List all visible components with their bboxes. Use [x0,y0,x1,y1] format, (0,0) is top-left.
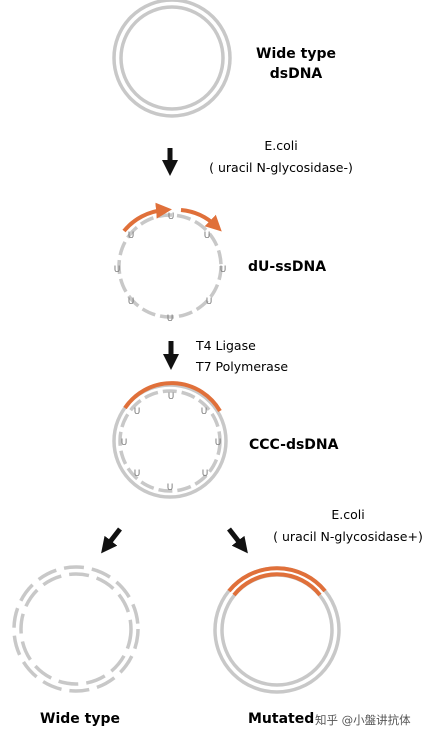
uracil-marker: U [167,314,174,324]
uracil-markers-ccc: U U U U U U U U [121,392,222,493]
wild-type-dsdna-line2: dsDNA [269,66,323,82]
uracil-marker: U [204,231,211,241]
uracil-markers: U U U U U U U U [114,212,227,324]
mutagenic-primer-2 [180,208,222,232]
wild-type-dsdna-label: Wide type dsDNA [252,44,340,84]
step3-condition: ( uracil N-glycosidase+) [273,529,423,544]
mutated-outcome-label: Mutated [248,711,315,727]
uracil-marker: U [168,212,175,222]
uracil-marker: U [168,392,175,402]
step1-label: E.coli ( uracil N-glycosidase-) [196,137,366,177]
uracil-marker: U [201,407,208,417]
wild-type-dsdna-line1: Wide type [256,46,336,62]
uracil-marker: U [220,265,227,275]
step1-organism: E.coli [264,138,298,153]
uracil-marker: U [114,265,121,275]
uracil-marker: U [128,231,135,241]
uracil-marker: U [167,483,174,493]
ccc-dsdna-label: CCC-dsDNA [249,437,339,453]
mutated-outcome-circle [213,566,341,694]
uracil-marker: U [206,297,213,307]
ccc-dsdna-circle [112,381,228,499]
step2-enzyme-1: T4 Ligase [196,338,256,353]
uracil-marker: U [128,297,135,307]
mutation-segment [123,381,222,413]
uracil-marker: U [121,438,128,448]
du-ssdna-label: dU-ssDNA [248,259,327,275]
mutagenic-primer [122,202,172,233]
uracil-marker: U [215,438,222,448]
wild-type-outcome-label: Wide type [40,711,120,727]
du-ssdna-circle [117,202,223,319]
uracil-marker: U [134,469,141,479]
split-arrow-left [101,527,122,554]
step2-label: T4 Ligase T7 Polymerase [196,337,288,376]
wild-type-outcome-circle [12,565,140,693]
step3-label: E.coli ( uracil N-glycosidase+) [262,506,434,546]
step2-enzyme-2: T7 Polymerase [196,359,289,374]
watermark: 知乎 @小盤讲抗体 [315,713,411,727]
split-arrow-right [227,527,248,554]
step1-condition: ( uracil N-glycosidase-) [209,160,353,175]
uracil-marker: U [134,407,141,417]
uracil-marker: U [202,469,209,479]
wild-type-dsdna-circle [112,0,232,118]
mutation-segment-inner [232,572,322,597]
step3-organism: E.coli [331,507,365,522]
mutation-segment-outer [227,566,327,593]
